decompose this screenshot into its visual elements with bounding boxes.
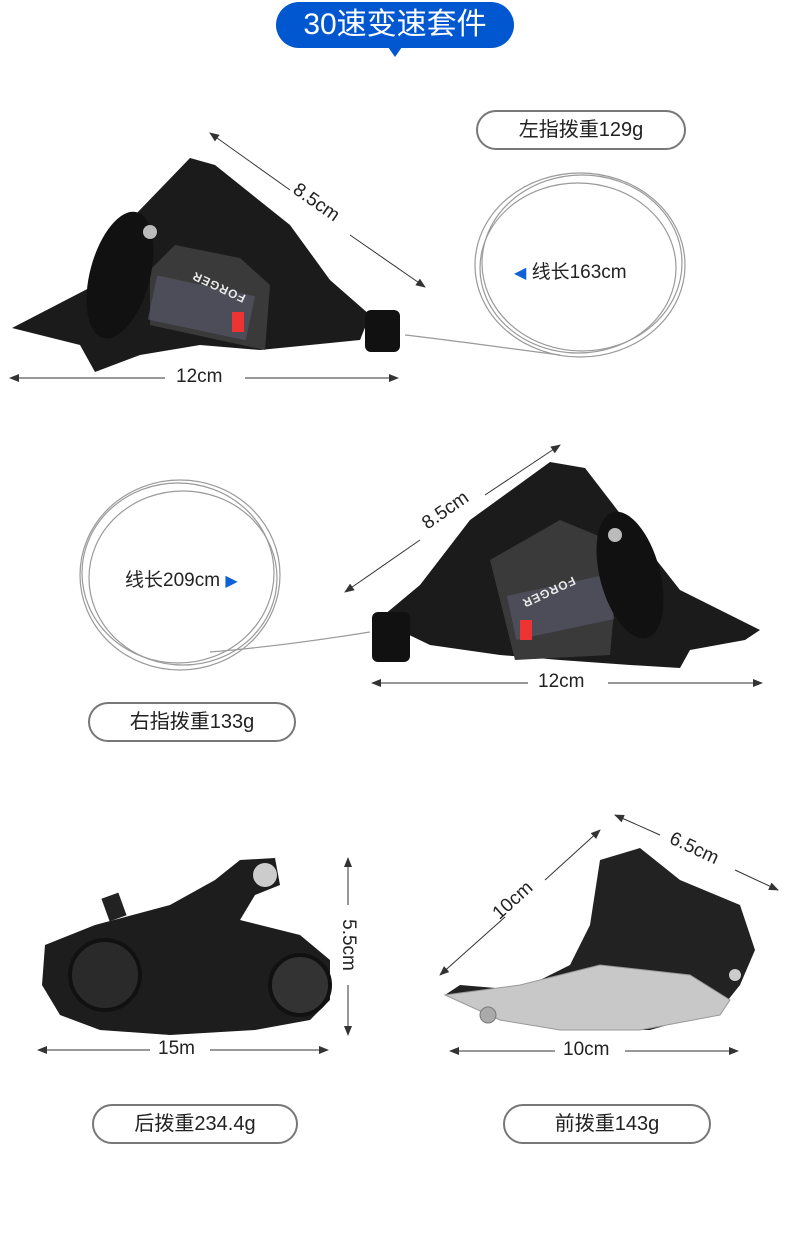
- triangle-right-icon: ▶: [225, 573, 238, 590]
- left-shifter-width-dim: 12cm: [176, 366, 223, 387]
- right-shifter-width-dim: 12cm: [538, 671, 585, 692]
- right-shifter-image: [372, 462, 760, 668]
- left-shifter-image: [12, 158, 400, 372]
- rear-derailleur-weight-badge: 后拨重234.4g: [92, 1104, 298, 1144]
- right-shifter-weight-badge: 右指拨重133g: [88, 702, 296, 742]
- left-cable-length: ◀ 线长163cm: [514, 257, 627, 284]
- cable-coil-left: [404, 172, 686, 358]
- cable-coil-right: [79, 479, 371, 671]
- rear-derailleur-image: [42, 858, 332, 1035]
- front-derailleur-weight-badge: 前拨重143g: [503, 1104, 711, 1144]
- front-derailleur-image: [443, 848, 755, 1031]
- rear-derailleur-width-dim: 15m: [158, 1038, 195, 1059]
- right-cable-length-text: 线长209cm: [125, 570, 221, 591]
- right-cable-length: 线长209cm ▶: [125, 565, 238, 592]
- front-derailleur-width-dim: 10cm: [563, 1039, 610, 1060]
- page-title: 30速变速套件: [276, 2, 514, 57]
- triangle-left-icon: ◀: [514, 265, 527, 282]
- rear-derailleur-height-dim: 5.5cm: [337, 919, 359, 971]
- left-cable-length-text: 线长163cm: [531, 262, 627, 283]
- left-shifter-weight-badge: 左指拨重129g: [476, 110, 686, 150]
